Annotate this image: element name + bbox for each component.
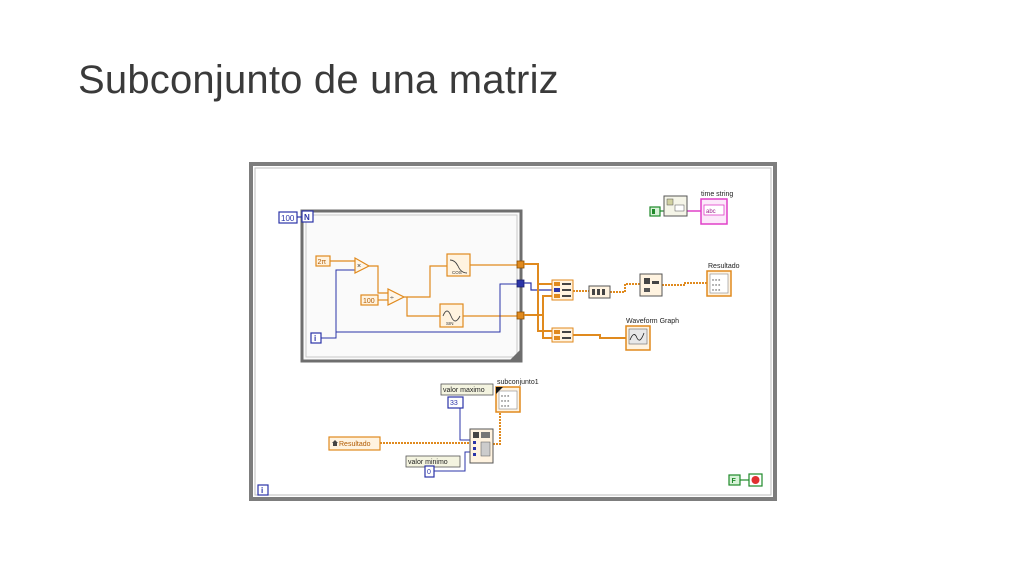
transpose-array-node[interactable] <box>588 285 611 299</box>
loop-count-value: 100 <box>281 214 295 223</box>
sin-node[interactable]: SIN <box>439 303 464 328</box>
for-loop-wires <box>321 260 517 339</box>
valor-maximo-value: 33 <box>450 400 458 407</box>
stop-condition-icon[interactable] <box>748 473 763 487</box>
format-time-node[interactable] <box>663 195 688 217</box>
time-string-label: time string <box>701 191 733 198</box>
while-iteration-terminal: i <box>257 484 269 496</box>
divide-symbol: ÷ <box>390 295 394 302</box>
multiply-node[interactable]: × <box>354 256 371 274</box>
svg-text:x x x: x x x <box>712 282 720 287</box>
loop-count-terminal-label: N <box>304 213 310 222</box>
for-iteration-label: i <box>314 334 316 343</box>
valor-minimo-value: 0 <box>427 469 431 476</box>
valor-maximo-control[interactable]: valor maximo 33 <box>440 383 494 409</box>
svg-text:x x x: x x x <box>712 287 720 292</box>
valor-maximo-label: valor maximo <box>443 387 485 394</box>
array-subset-node[interactable] <box>639 273 663 297</box>
sin-label: SIN <box>446 321 454 326</box>
resultado-local-label: Resultado <box>339 441 371 448</box>
time-constant[interactable] <box>649 206 661 217</box>
array-subset-function[interactable] <box>469 428 494 464</box>
time-string-indicator[interactable]: abc <box>700 198 728 225</box>
build-array-node[interactable] <box>551 279 574 301</box>
while-loop-frame <box>249 162 777 501</box>
for-iteration-terminal: i <box>310 332 322 344</box>
build-waveform-array-node[interactable] <box>551 327 574 343</box>
waveform-graph-indicator[interactable] <box>625 325 651 351</box>
svg-text:x x x: x x x <box>501 398 509 403</box>
resultado-label: Resultado <box>708 263 740 270</box>
multiply-symbol: × <box>357 263 361 270</box>
hundred-constant[interactable]: 100 <box>360 294 379 306</box>
time-string-terminal: abc <box>706 209 716 215</box>
two-pi-constant[interactable]: 2π <box>315 255 331 267</box>
svg-text:x x x: x x x <box>501 403 509 408</box>
while-iteration-label: i <box>261 486 263 495</box>
resultado-local-variable[interactable]: Resultado <box>328 436 381 451</box>
outer-wires <box>524 210 707 339</box>
subconjunto-indicator[interactable]: x x x x x x x x x <box>495 386 521 413</box>
valor-minimo-label: valor minimo <box>408 459 448 466</box>
slide-title: Subconjunto de una matriz <box>78 58 559 102</box>
divide-node[interactable]: ÷ <box>387 288 406 306</box>
hundred-value: 100 <box>363 298 375 305</box>
svg-text:x x x: x x x <box>501 393 509 398</box>
stop-constant-label: F <box>732 478 737 485</box>
loop-count-terminal: N <box>301 210 314 223</box>
valor-minimo-control[interactable]: valor minimo 0 <box>405 455 461 478</box>
loop-count-constant[interactable]: 100 <box>278 211 298 224</box>
cos-label: COS <box>452 270 462 275</box>
for-loop-frame <box>300 209 523 363</box>
svg-text:x x x: x x x <box>712 277 720 282</box>
resultado-indicator[interactable]: x x x x x x x x x <box>706 270 732 297</box>
waveform-graph-label: Waveform Graph <box>626 318 679 325</box>
cos-node[interactable]: COS <box>446 253 471 277</box>
stop-false-constant[interactable]: F <box>728 474 741 486</box>
two-pi-value: 2π <box>318 259 327 266</box>
subconjunto-label: subconjunto1 <box>497 379 539 386</box>
